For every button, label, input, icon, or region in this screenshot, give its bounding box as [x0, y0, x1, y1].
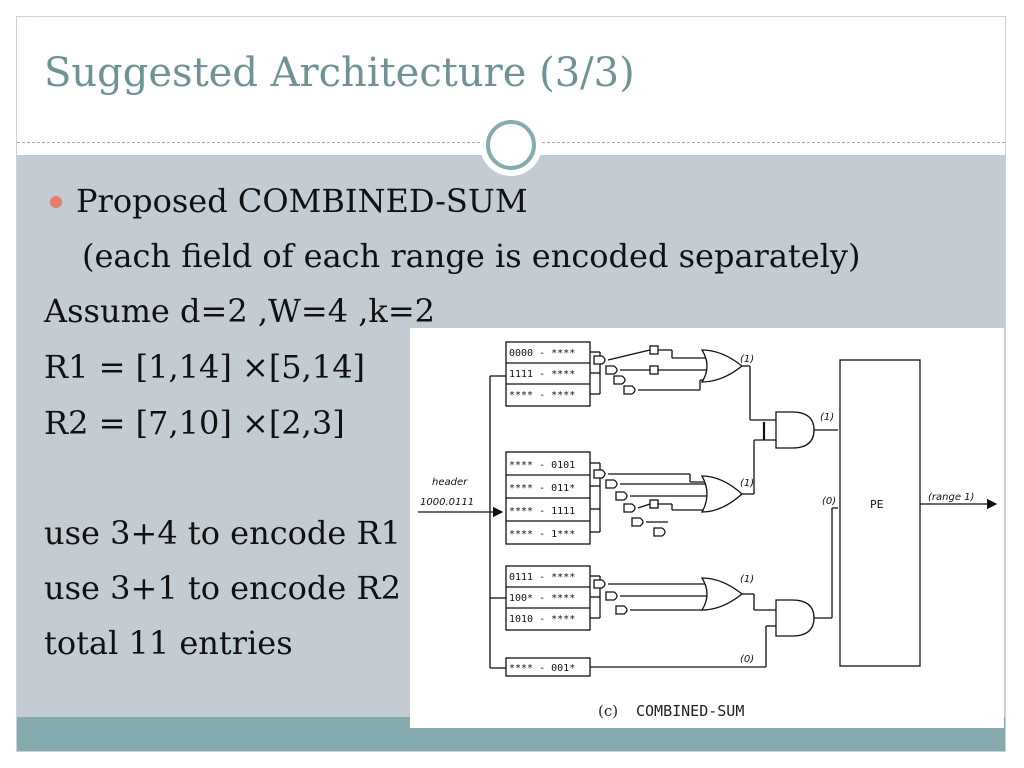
- tcam-entry: **** - 001*: [509, 663, 575, 674]
- assumption-line: Assume d=2 ,W=4 ,k=2: [44, 292, 435, 330]
- tcam-entry: **** - 1111: [509, 506, 575, 517]
- tcam-entry: 1111 - ****: [509, 369, 575, 380]
- header-label: header: [432, 477, 468, 488]
- signal-label: (1): [740, 574, 754, 585]
- pe-block: [839, 359, 921, 667]
- total-entries-line: total 11 entries: [44, 624, 293, 662]
- tcam-entry: **** - 1***: [509, 529, 575, 540]
- or-gate-2: [700, 475, 743, 513]
- bullet-text: Proposed COMBINED-SUM: [76, 182, 528, 220]
- combined-sum-diagram: header 1000.0111 0000 - **** 1111 - ****…: [418, 341, 998, 720]
- and-gate-2: [775, 599, 815, 637]
- signal-label: (1): [740, 354, 754, 365]
- or-gate-3: [700, 577, 744, 611]
- group3-logic: [590, 575, 710, 619]
- bullet-dot: [50, 196, 62, 208]
- pe-label: PE: [870, 498, 884, 511]
- tcam-entry: **** - 0101: [509, 460, 575, 471]
- r1-definition: R1 = [1,14] ×[5,14]: [44, 348, 366, 386]
- signal-label: (0): [822, 496, 836, 507]
- bullet-subtext: (each field of each range is encoded sep…: [82, 237, 861, 275]
- tcam-entry: 0111 - ****: [509, 572, 575, 583]
- tcam-entry: **** - ****: [509, 390, 575, 401]
- r1-encoding-line: use 3+4 to encode R1: [44, 514, 401, 552]
- group2-logic: [590, 462, 710, 537]
- group1-logic: [590, 345, 712, 395]
- tcam-entry: 0000 - ****: [509, 348, 575, 359]
- header-value: 1000.0111: [420, 497, 474, 508]
- tcam-entry: 100* - ****: [509, 593, 575, 604]
- tcam-block-3: [505, 565, 591, 631]
- tcam-block-1: [505, 341, 591, 407]
- medallion-ring: [486, 120, 536, 170]
- signal-label: (0): [740, 654, 754, 665]
- and-gate-1: [775, 411, 815, 449]
- signal-label: (1): [820, 412, 834, 423]
- signal-label: (1): [740, 478, 754, 489]
- r2-encoding-line: use 3+1 to encode R2: [44, 569, 401, 607]
- tcam-entry: 1010 - ****: [509, 614, 575, 625]
- figure-caption-prefix: (c): [598, 702, 618, 720]
- pe-output-label: (range 1): [928, 492, 974, 503]
- combined-sum-figure: header 1000.0111 0000 - **** 1111 - ****…: [410, 328, 1004, 728]
- divider-medallion: [480, 114, 542, 176]
- r2-definition: R2 = [7,10] ×[2,3]: [44, 404, 345, 442]
- or-gate-1: [700, 349, 744, 383]
- tcam-entry: **** - 011*: [509, 483, 575, 494]
- figure-caption-name: COMBINED-SUM: [636, 702, 744, 720]
- slide-title: Suggested Architecture (3/3): [44, 50, 635, 96]
